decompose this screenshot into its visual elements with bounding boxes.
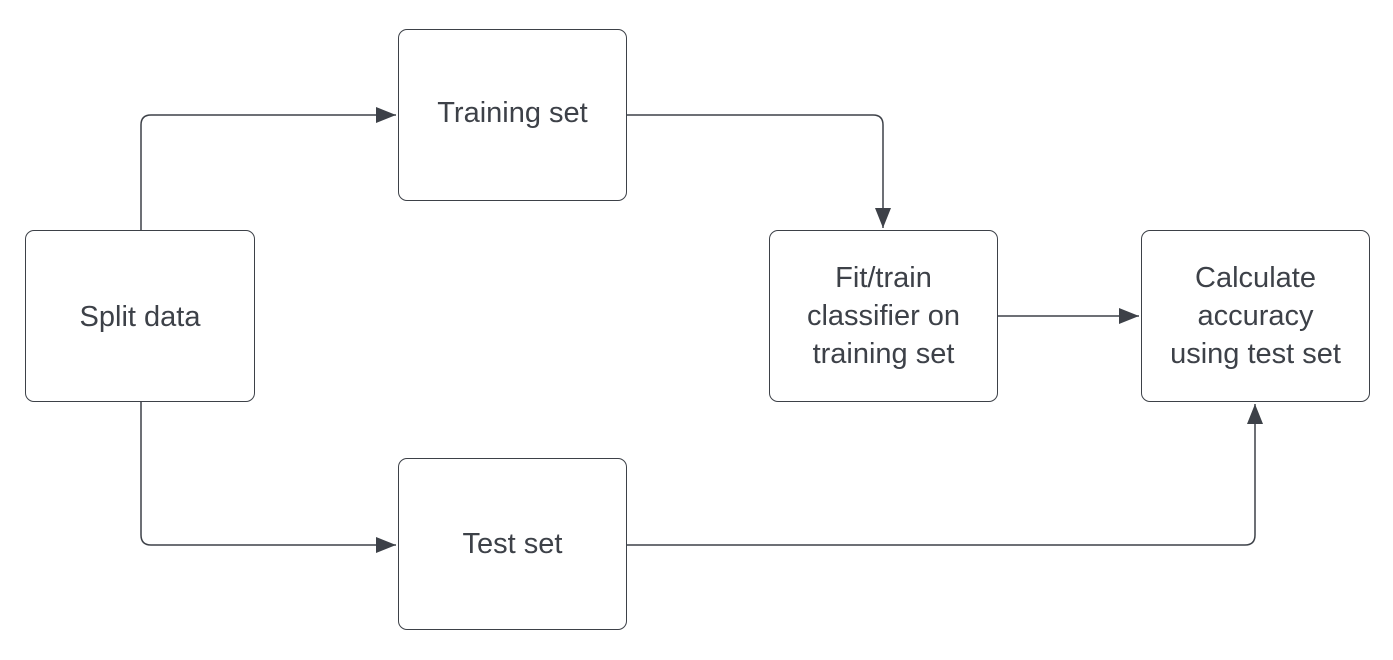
connector-training-to-fit bbox=[627, 114, 891, 228]
node-training-set-label: Training set bbox=[437, 97, 588, 129]
node-split-data: Split data bbox=[25, 230, 255, 402]
node-test-set-label: Test set bbox=[462, 528, 563, 560]
connector-split-to-test bbox=[140, 402, 396, 553]
connector-split-to-training bbox=[140, 107, 396, 230]
node-split-data-label: Split data bbox=[79, 301, 201, 333]
node-test-set: Test set bbox=[398, 458, 627, 630]
node-training-set: Training set bbox=[398, 29, 627, 201]
node-fit-classifier-label: Fit/train classifier on training set bbox=[806, 262, 961, 370]
node-calculate-accuracy-label: Calculate accuracy using test set bbox=[1170, 262, 1341, 370]
node-fit-classifier: Fit/train classifier on training set bbox=[769, 230, 998, 402]
node-calculate-accuracy: Calculate accuracy using test set bbox=[1141, 230, 1370, 402]
connector-test-to-accuracy bbox=[627, 404, 1263, 546]
